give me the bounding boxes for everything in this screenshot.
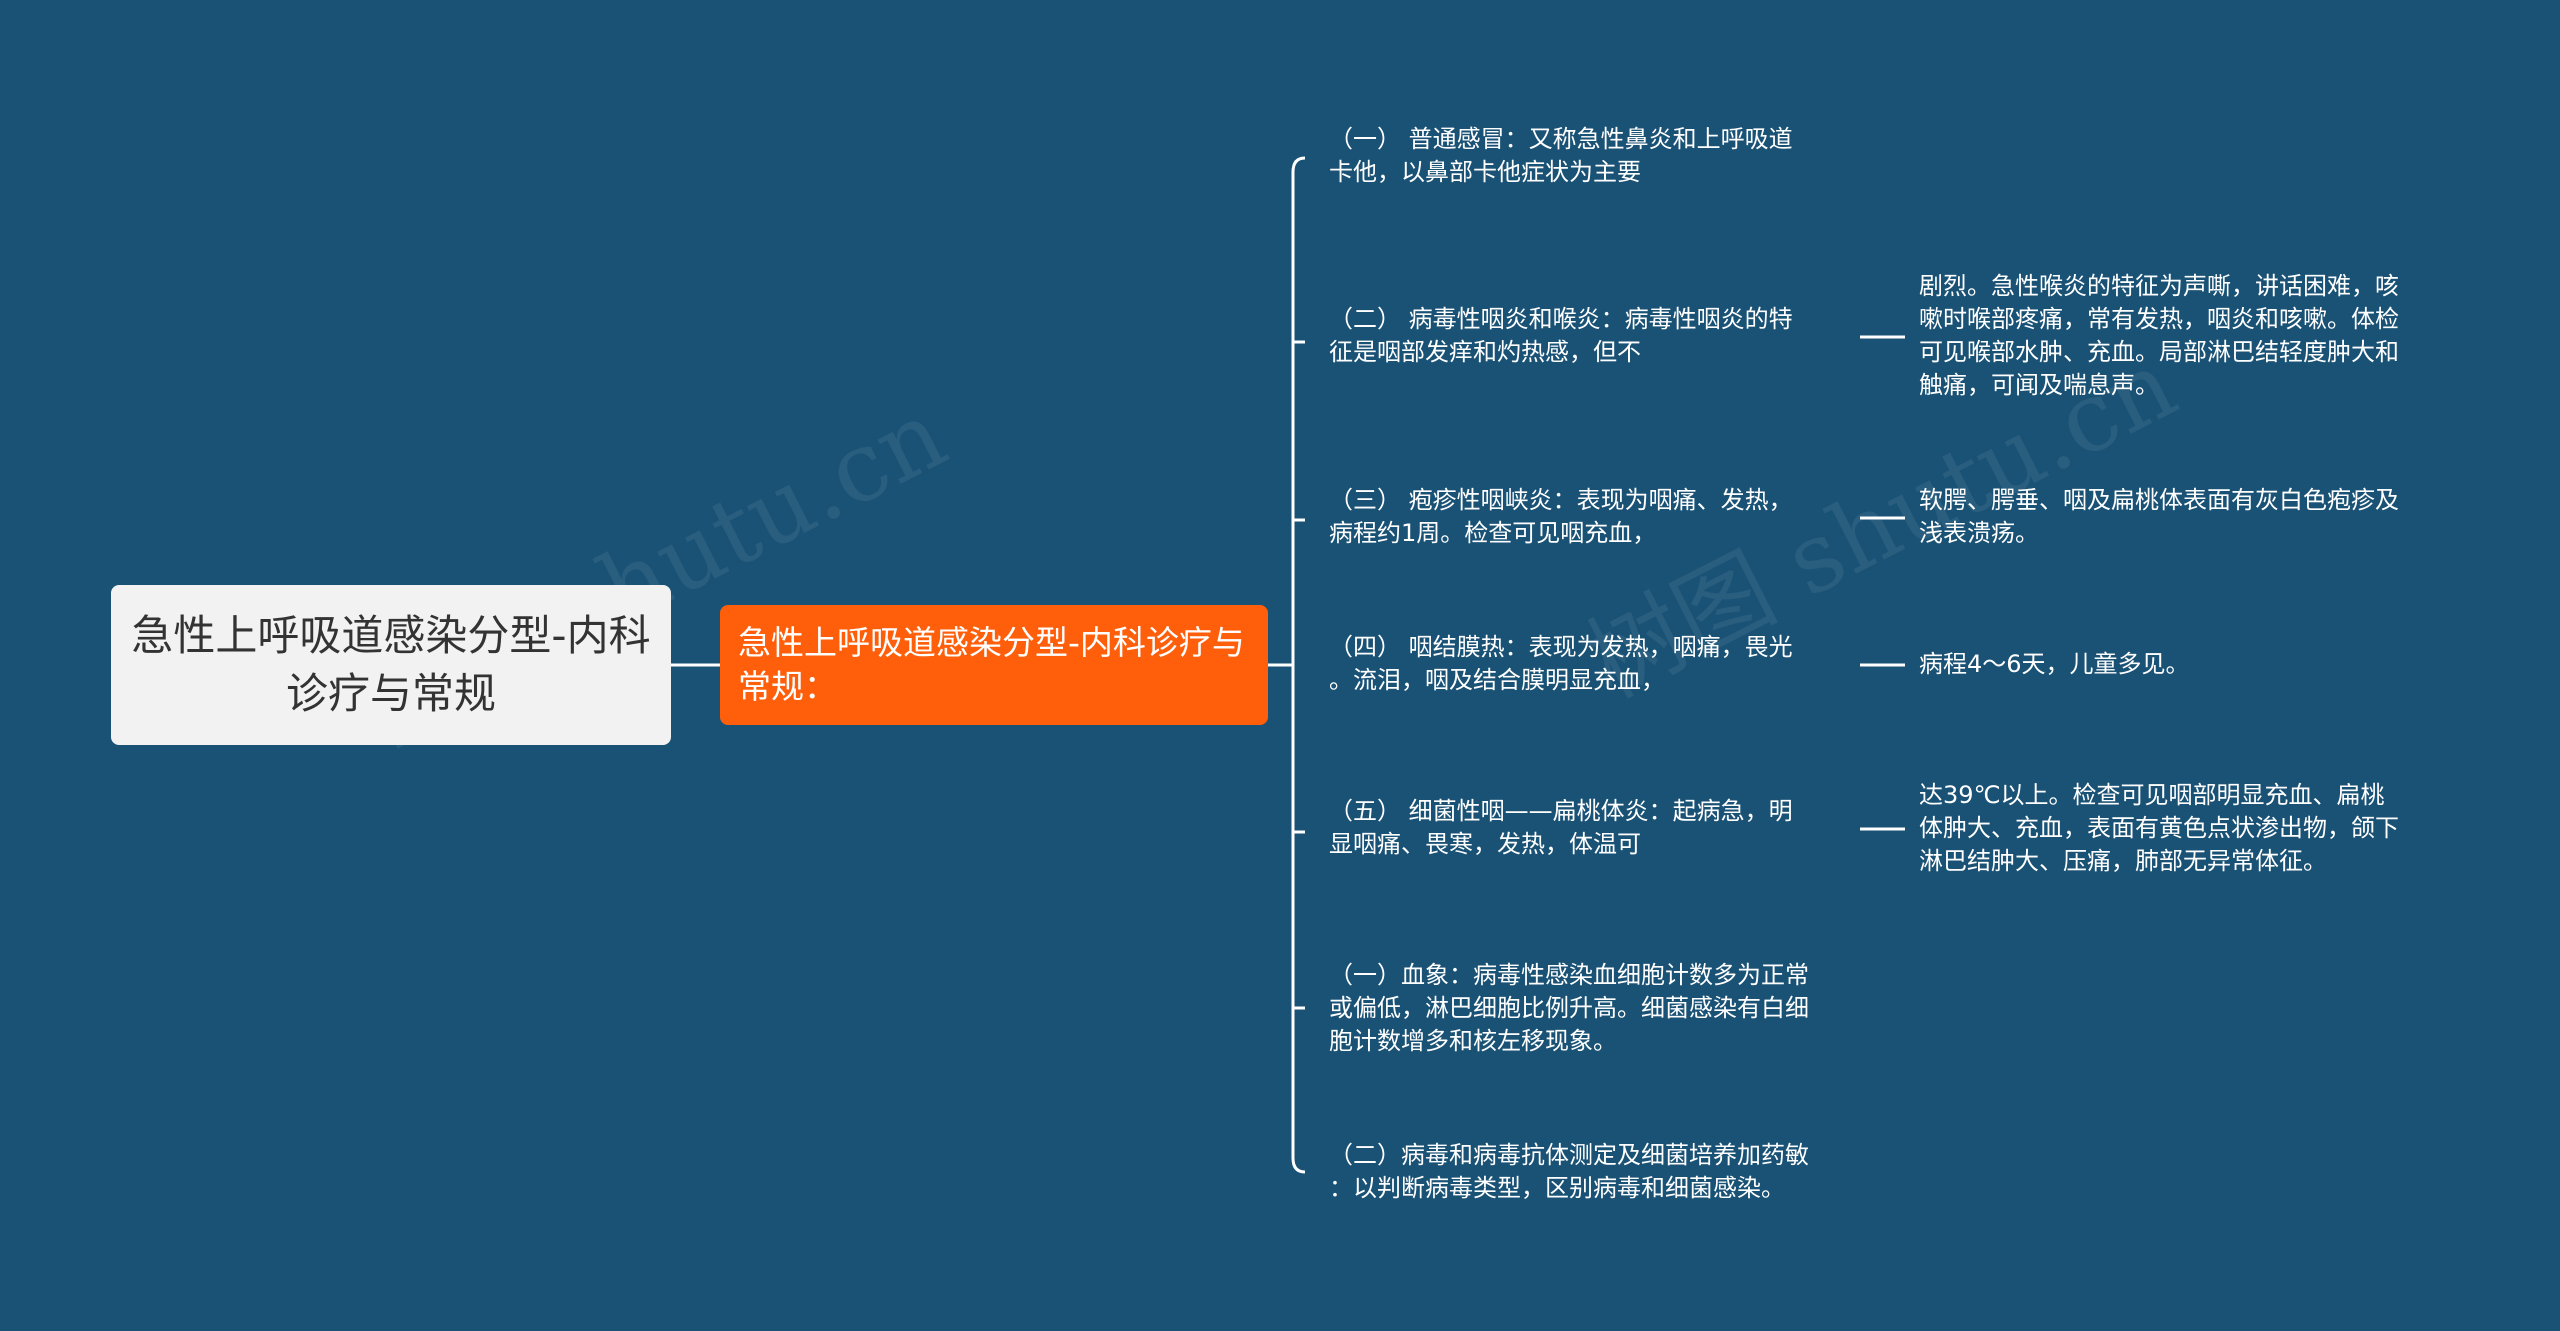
- detail-4[interactable]: 病程4～6天，儿童多见。: [1919, 650, 2190, 678]
- branch-7[interactable]: （二）病毒和病毒抗体测定及细菌培养加药敏 ：以判断病毒类型，区别病毒和细菌感染。: [1329, 1141, 1809, 1202]
- branch-1[interactable]: （一） 普通感冒：又称急性鼻炎和上呼吸道 卡他，以鼻部卡他症状为主要: [1329, 125, 1793, 186]
- main-topic-label: 急性上呼吸道感染分型-内科诊疗与常规：: [738, 623, 1245, 706]
- main-topic-node[interactable]: 急性上呼吸道感染分型-内科诊疗与常规：: [720, 605, 1268, 725]
- branch-2[interactable]: （二） 病毒性咽炎和喉炎：病毒性咽炎的特 征是咽部发痒和灼热感，但不: [1329, 305, 1793, 366]
- detail-5[interactable]: 达39℃以上。检查可见咽部明显充血、扁桃 体肿大、充血，表面有黄色点状渗出物，颌…: [1919, 781, 2399, 875]
- branch-5[interactable]: （五） 细菌性咽——扁桃体炎：起病急，明 显咽痛、畏寒，发热，体温可: [1329, 797, 1793, 858]
- detail-3[interactable]: 软腭、腭垂、咽及扁桃体表面有灰白色疱疹及 浅表溃疡。: [1919, 486, 2399, 547]
- branch-3[interactable]: （三） 疱疹性咽峡炎：表现为咽痛、发热， 病程约1周。检查可见咽充血，: [1329, 486, 1793, 547]
- root-label: 急性上呼吸道感染分型-内科诊疗与常规: [131, 611, 651, 718]
- branch-6[interactable]: （一）血象：病毒性感染血细胞计数多为正常 或偏低，淋巴细胞比例升高。细菌感染有白…: [1329, 961, 1809, 1055]
- root-node[interactable]: 急性上呼吸道感染分型-内科诊疗与常规: [111, 585, 671, 745]
- branch-bracket: [1291, 156, 1306, 1174]
- branch-4[interactable]: （四） 咽结膜热：表现为发热，咽痛，畏光 。流泪，咽及结合膜明显充血，: [1329, 633, 1793, 694]
- detail-2[interactable]: 剧烈。急性喉炎的特征为声嘶，讲话困难，咳 嗽时喉部疼痛，常有发热，咽炎和咳嗽。体…: [1919, 272, 2399, 399]
